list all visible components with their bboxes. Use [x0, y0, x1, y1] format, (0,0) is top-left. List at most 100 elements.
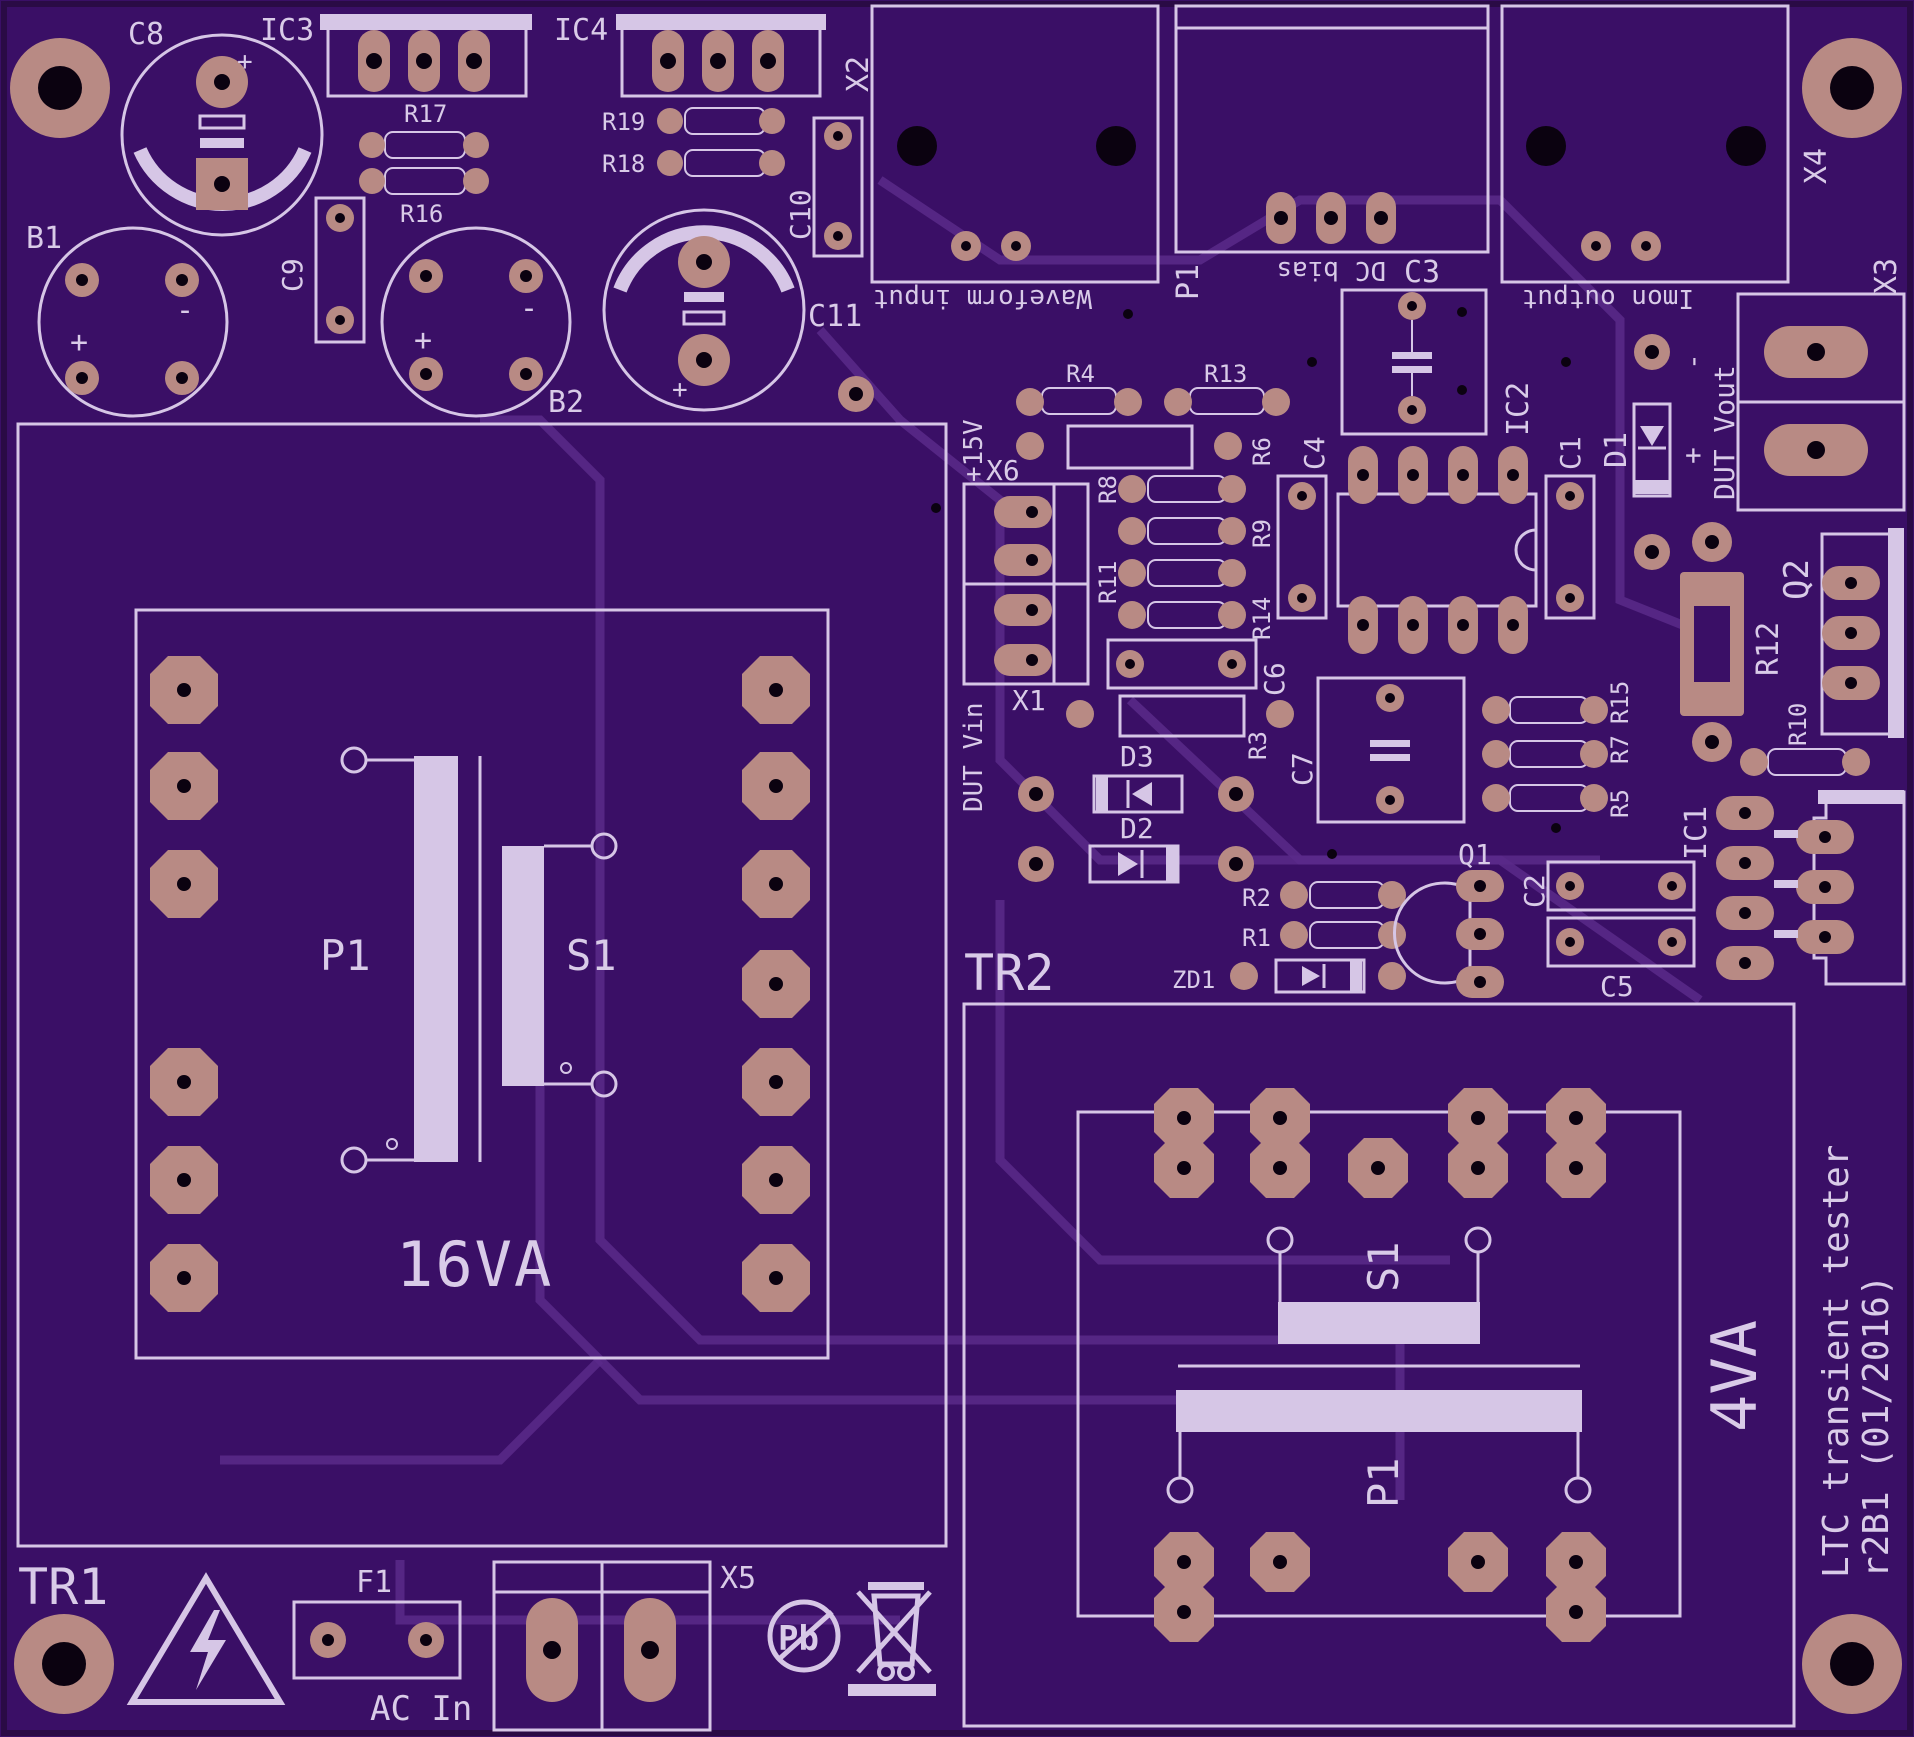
label-C7: C7 [1286, 752, 1319, 786]
cap-C7: C7 [1286, 676, 1466, 824]
svg-text:-: - [1676, 353, 1709, 370]
label-R12: R12 [1751, 622, 1786, 676]
svg-text:+: + [414, 323, 432, 358]
resistors-R16-R17: R17 R16 [359, 100, 489, 228]
diode-D1: D1 [1599, 334, 1672, 570]
diode-D2: D2 [1018, 812, 1254, 884]
reg-IC4: IC4 [554, 13, 826, 98]
cap-C10: C10 [784, 116, 864, 258]
reg-IC3: IC3 [260, 13, 532, 98]
label-D3: D3 [1120, 740, 1154, 773]
cap-C6: C6 [1106, 638, 1291, 696]
label-R17: R17 [404, 100, 447, 128]
connector-P1: P1 DC bias C3 [1171, 4, 1490, 300]
label-B2: B2 [548, 385, 584, 420]
connector-X6-X1: X6 X1 +15V DUT Vin [959, 419, 1090, 812]
label-B1: B1 [26, 221, 62, 256]
label-C5: C5 [1600, 970, 1634, 1003]
label-ZD1: ZD1 [1172, 966, 1215, 994]
label-TR2-S1: S1 [1359, 1241, 1408, 1292]
caption-16va: 16VA [396, 1228, 553, 1301]
transformer-TR1: P1 S1 16VA TR1 [16, 422, 948, 1616]
board-title: LTC transient tester r2B1 (01/2016) [1816, 1145, 1897, 1578]
label-Q1: Q1 [1458, 838, 1492, 871]
resistors-R1-R2: R2 R1 [1242, 881, 1406, 952]
label-D1: D1 [1599, 432, 1634, 468]
label-R18: R18 [602, 150, 645, 178]
resistors-R4-R13-R6: R4 R13 R6 [1016, 360, 1290, 470]
mounting-holes [10, 38, 1902, 1714]
label-R9: R9 [1248, 519, 1276, 548]
label-Q2: Q2 [1777, 559, 1817, 600]
label-C2: C2 [1518, 874, 1551, 908]
cap-C1: C1 [1544, 436, 1596, 620]
transformer-TR2: S1 P1 4VA TR2 [962, 944, 1796, 1728]
connector-X5: X5 [492, 1560, 756, 1732]
bridge-B2: + - B2 [380, 226, 584, 420]
resistor-R3: R3 [1066, 694, 1294, 760]
label-R1: R1 [1242, 924, 1271, 952]
resistor-R10: R10 [1740, 703, 1870, 776]
connector-X3: X3 DUT Vout - + [1676, 258, 1906, 512]
fuse-F1: F1 AC In [292, 1565, 472, 1729]
label-C10: C10 [784, 189, 817, 240]
label-TR1: TR1 [18, 1558, 108, 1616]
caption-ac-in: AC In [370, 1689, 472, 1729]
cap-C5: C5 [1546, 916, 1696, 1003]
label-R4: R4 [1066, 360, 1095, 388]
lightning-icon [190, 1610, 226, 1690]
cap-C8: C8 + [120, 17, 324, 237]
cap-C2: C2 [1518, 860, 1696, 912]
label-F1: F1 [356, 1565, 392, 1600]
cap-C3 [1340, 288, 1488, 436]
label-X4: X4 [1799, 148, 1834, 184]
label-TR2-P1: P1 [1359, 1457, 1408, 1508]
caption-dc-bias: DC bias [1276, 255, 1386, 285]
label-C3: C3 [1404, 255, 1440, 290]
caption-dut-vin: DUT Vin [959, 702, 989, 812]
resistors-R18-R19: R19 R18 [602, 107, 785, 178]
svg-text:+: + [70, 325, 88, 360]
ic-IC1: IC1 [1679, 790, 1906, 986]
label-R10: R10 [1784, 703, 1812, 746]
vias [931, 307, 1571, 859]
label-R13: R13 [1204, 360, 1247, 388]
cap-C11: + C11 [602, 208, 874, 412]
diode-D3: D3 [1018, 740, 1254, 814]
ic-IC2: IC2 [1336, 382, 1538, 654]
title-line1: LTC transient tester [1816, 1145, 1857, 1578]
label-IC3: IC3 [260, 13, 314, 48]
label-R15: R15 [1606, 681, 1634, 724]
svg-text:+: + [237, 47, 253, 77]
label-R14: R14 [1248, 597, 1276, 640]
svg-text:+: + [672, 375, 688, 405]
hazard-symbol [126, 1572, 286, 1705]
svg-text:+: + [1676, 447, 1709, 464]
label-R11: R11 [1094, 561, 1122, 604]
label-C4: C4 [1298, 436, 1331, 470]
caption-dut-vout: DUT Vout [1708, 365, 1741, 500]
label-R16: R16 [400, 200, 443, 228]
label-X1: X1 [1012, 684, 1046, 717]
connector-X2: X2 Waveform input [841, 4, 1160, 313]
label-X2: X2 [841, 56, 876, 92]
label-P1: P1 [1171, 264, 1206, 300]
weee-bin-icon [848, 1582, 936, 1696]
label-R8: R8 [1094, 475, 1122, 504]
transistor-Q2: Q2 [1777, 528, 1904, 738]
caption-4va: 4VA [1698, 1320, 1771, 1432]
label-X3: X3 [1869, 258, 1904, 294]
cap-C4: C4 [1276, 436, 1331, 620]
label-TR1-P1: P1 [320, 931, 371, 980]
label-R3: R3 [1244, 731, 1272, 760]
label-R6: R6 [1248, 437, 1276, 466]
zener-ZD1: ZD1 [1172, 958, 1406, 994]
caption-imon-output: Imon output [1522, 283, 1694, 313]
resistors-R15-R7-R5: R15 R7 R5 [1482, 681, 1634, 818]
label-X6: X6 [986, 454, 1020, 487]
label-R2: R2 [1242, 884, 1271, 912]
label-R5: R5 [1606, 789, 1634, 818]
transistor-Q1: Q1 [1392, 838, 1504, 998]
